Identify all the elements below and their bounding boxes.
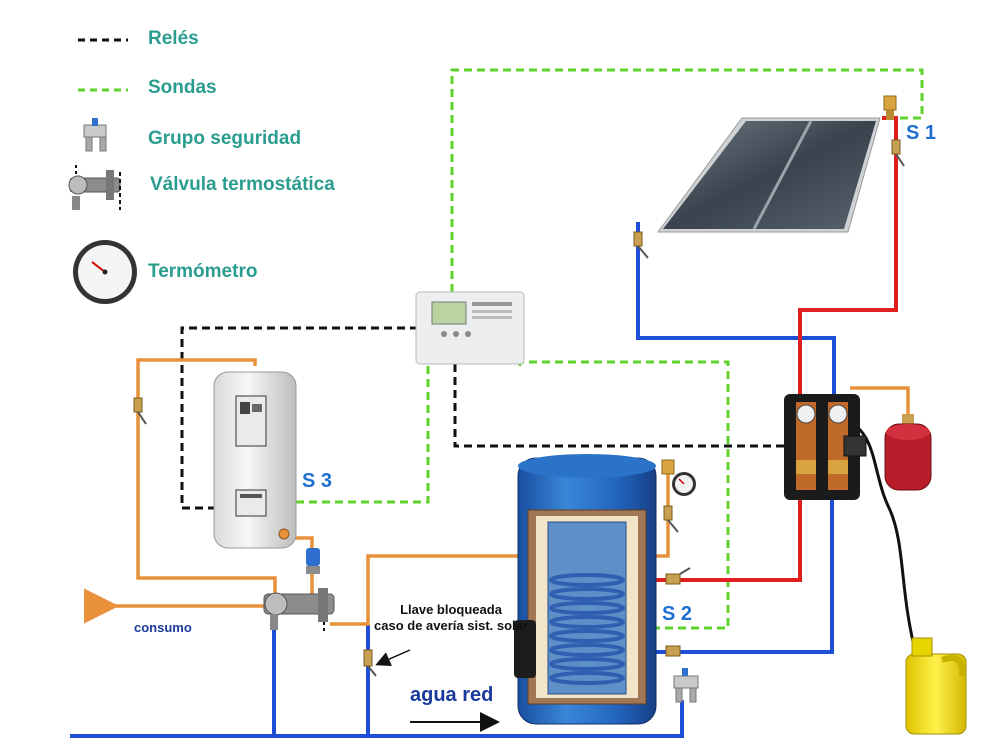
legend-valvula-termostatica-label: Válvula termostática <box>150 174 335 195</box>
tank-valve-cold <box>665 645 681 657</box>
sensor-s3-label: S 3 <box>302 470 333 492</box>
probe-line-s3 <box>282 366 430 504</box>
relay-line-pump <box>453 364 795 448</box>
consumo-label: consumo <box>134 620 192 635</box>
legend-grupo-seguridad-label: Grupo seguridad <box>148 128 302 149</box>
orange-pipe-heater-top <box>136 358 277 596</box>
solar-storage-tank <box>514 454 657 725</box>
tank-coil <box>549 573 625 685</box>
relay-line-heater <box>180 326 418 510</box>
llave-bloqueada-note: Llave bloqueada caso de avería sist. sol… <box>374 602 528 634</box>
orange-pipe-tank-top <box>656 472 670 558</box>
antifreeze-can <box>905 637 967 735</box>
orange-pipe-expansion <box>850 386 910 420</box>
expansion-vessel <box>884 414 932 491</box>
cold-pipes <box>70 222 836 738</box>
collector-air-vent <box>883 95 897 120</box>
collector-valve-left <box>633 231 649 259</box>
llave-bloqueada-valve <box>363 649 377 677</box>
legend-reles-label: Relés <box>148 28 199 49</box>
heater-inlet-valve <box>306 548 320 574</box>
orange-pipe-tank-out <box>330 554 520 626</box>
llave-pointer-arrow <box>375 649 411 667</box>
heater-top-valve <box>133 397 147 425</box>
tank-valve-top <box>663 505 679 533</box>
legend-safety-group-icon <box>83 118 107 152</box>
sensor-s1-label: S 1 <box>906 122 937 144</box>
llave-note-line1: Llave bloqueada <box>400 602 502 617</box>
solar-controller <box>415 291 525 365</box>
tank-thermometer <box>672 472 696 496</box>
agua-red-label: agua red <box>410 684 494 706</box>
llave-note-line2: caso de avería sist. solar <box>374 618 528 633</box>
sensor-s2-label: S 2 <box>662 603 693 625</box>
tank-safety-group <box>673 668 699 703</box>
probe-line-s1 <box>450 68 924 292</box>
hot-pipe-to-tank <box>656 500 802 582</box>
legend-termometro-label: Termómetro <box>148 261 258 282</box>
cold-pipe-collector-return <box>636 222 836 402</box>
cold-pipe-tank-return <box>656 500 834 654</box>
thermostatic-valve <box>263 588 335 632</box>
tank-valve-hot <box>665 567 691 585</box>
collector-valve-top <box>891 139 905 167</box>
relay-lines <box>180 326 795 510</box>
tank-top-vent <box>661 459 675 475</box>
legend-thermometer-icon <box>73 240 137 304</box>
solar-collector <box>657 117 881 233</box>
pump-station <box>784 394 867 500</box>
electric-water-heater <box>213 371 297 549</box>
legend-thermostatic-valve-icon <box>68 165 121 210</box>
legend-sondas-label: Sondas <box>148 77 217 98</box>
